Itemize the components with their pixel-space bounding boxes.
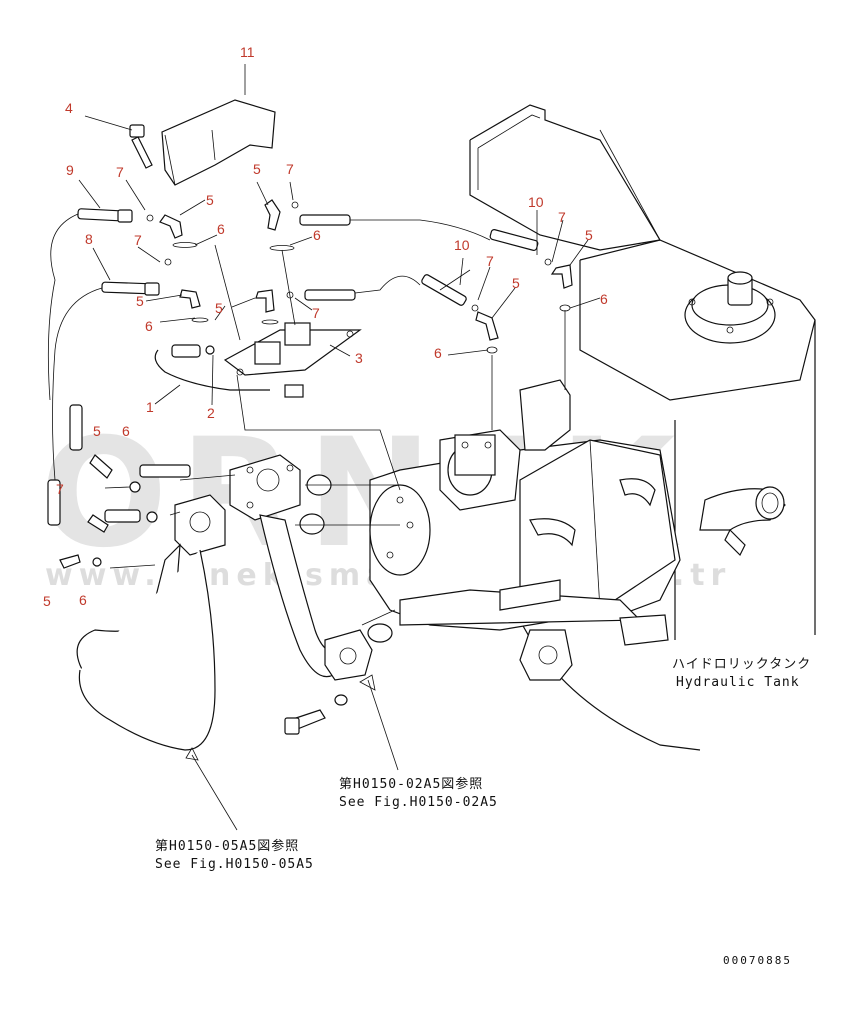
callout-1: 1 [146,399,154,415]
callout-5: 5 [253,161,261,177]
ref-label-02a5-jp: 第H0150-02A5図参照 [339,776,483,792]
callout-7: 7 [56,481,64,497]
callout-6: 6 [145,318,153,334]
valve-body [369,379,786,681]
callout-8: 8 [85,231,93,247]
callout-2: 2 [207,405,215,421]
cover-plate [129,99,276,186]
callout-5: 5 [136,293,144,309]
callout-7: 7 [558,209,566,225]
callout-7: 7 [286,161,294,177]
hoses [47,208,539,569]
callout-3: 3 [355,350,363,366]
callout-6: 6 [313,227,321,243]
callout-5: 5 [206,192,214,208]
callout-5: 5 [215,300,223,316]
document-number: 00070885 [723,954,792,967]
callout-7: 7 [486,253,494,269]
ref-label-02a5-en: See Fig.H0150-02A5 [339,795,498,810]
callout-numbers: 11 4 9 7 5 7 5 6 8 7 6 5 5 6 7 6 3 1 2 1… [43,44,608,609]
leader-lines [78,64,601,831]
callout-10: 10 [528,194,544,210]
o-rings [172,242,571,354]
suction-pipes [76,454,393,751]
callout-6: 6 [79,592,87,608]
callout-5: 5 [43,593,51,609]
callout-11: 11 [240,44,255,60]
ref-label-05a5-jp: 第H0150-05A5図参照 [155,838,299,854]
callout-6: 6 [217,221,225,237]
callout-7: 7 [312,305,320,321]
callout-7: 7 [134,232,142,248]
callout-10: 10 [454,237,470,253]
callout-4: 4 [65,100,73,116]
ref-label-05a5-en: See Fig.H0150-05A5 [155,857,314,872]
tank-label-en: Hydraulic Tank [676,675,800,690]
callout-6: 6 [122,423,130,439]
callout-5: 5 [512,275,520,291]
callout-5: 5 [93,423,101,439]
tank-label-jp: ハイドロリックタンク [672,657,811,672]
callout-6: 6 [600,291,608,307]
callout-5: 5 [585,227,593,243]
callout-9: 9 [66,162,74,178]
reference-labels: ハイドロリックタンク Hydraulic Tank 第H0150-02A5図参照… [155,657,811,967]
callout-6: 6 [434,345,442,361]
callout-7: 7 [116,164,124,180]
elbow-fittings [146,199,573,341]
solenoid-assembly [154,322,362,398]
hydraulic-tank [469,104,816,751]
